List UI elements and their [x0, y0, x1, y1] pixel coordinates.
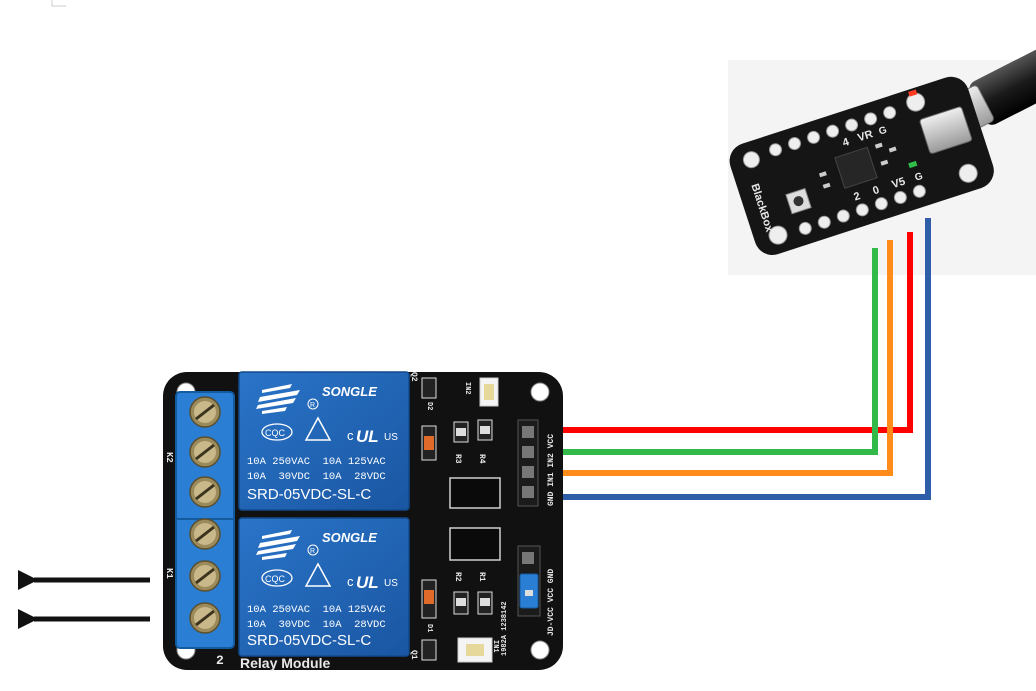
silk-r3: R3 — [453, 454, 462, 464]
terminal-screw[interactable] — [189, 396, 221, 428]
controller-label-v5: V5 — [890, 176, 907, 192]
relay-k1-cert-ul: UL — [356, 573, 379, 592]
silk-q2: Q2 — [409, 372, 418, 382]
relay-k1-model: SRD-05VDC-SL-C — [247, 632, 371, 649]
silk-jumper-header: JD-VCC VCC GND — [547, 569, 556, 636]
relay-k2-cert-ul: UL — [356, 427, 379, 446]
controller-label-g-bottom: G — [914, 171, 925, 184]
relay-k2-rating-1: 10A 250VAC 10A 125VAC — [247, 456, 386, 468]
silk-q1: Q1 — [409, 650, 418, 660]
relay-k2-cert-us: US — [384, 432, 398, 443]
micro-usb-socket[interactable] — [919, 106, 972, 154]
terminal-screw[interactable] — [189, 518, 221, 550]
wire-in2-green — [562, 248, 878, 455]
relay-k2-rating-2: 10A 30VDC 10A 28VDC — [247, 471, 386, 483]
svg-text:R: R — [310, 402, 315, 409]
controller-label-four: 4 — [841, 136, 851, 150]
status-led — [908, 89, 918, 97]
relay-k1: R SONGLE CQC c UL US 10A 250VAC 10A 125V… — [238, 517, 410, 657]
silk-r1: R1 — [477, 572, 486, 582]
controller-label-vr: VR — [856, 128, 874, 144]
terminal-screw[interactable] — [189, 436, 221, 468]
power-led — [908, 160, 918, 169]
relay-k2-cert-cqc: CQC — [265, 428, 286, 438]
relay-k1-cert-c: c — [347, 574, 354, 589]
terminal-screw[interactable] — [189, 476, 221, 508]
lower-components: D1 R2 R1 IN1 1982A 1238142 — [421, 572, 509, 663]
optocoupler-1 — [449, 477, 501, 509]
controller-pcb: BlackBox VR G 4 V5 G 0 2 — [729, 76, 994, 255]
optocoupler-2 — [449, 527, 501, 561]
relay-k1-cert-cqc: CQC — [265, 574, 286, 584]
svg-text:R: R — [310, 548, 315, 555]
terminal-screw[interactable] — [189, 560, 221, 592]
silk-r2: R2 — [453, 572, 462, 582]
output-arrows — [17, 570, 150, 629]
terminal-screw[interactable] — [189, 602, 221, 634]
controller-board: BlackBox VR G 4 V5 G 0 2 — [728, 48, 1036, 275]
silk-in1: IN1 — [491, 640, 499, 653]
jumper-header[interactable] — [517, 545, 541, 617]
upper-components: IN2 D2 R3 R4 — [421, 377, 501, 561]
controller-bottom-pads — [768, 163, 978, 245]
silk-bottom-digit: 2 — [216, 653, 224, 668]
controller-top-pads — [742, 92, 926, 169]
relay-module: R SONGLE CQC c UL US 10A 250VAC 10A 125V… — [163, 371, 563, 671]
wire-vcc-red — [562, 232, 913, 433]
silk-d2: D2 — [425, 402, 433, 410]
wire-in1-orange — [562, 240, 893, 476]
silk-input-header: GND IN1 IN2 VCC — [547, 434, 556, 506]
silk-r4: R4 — [477, 454, 486, 464]
silk-in2: IN2 — [463, 382, 471, 395]
silk-d1: D1 — [425, 624, 433, 632]
relay-k1-rating-1: 10A 250VAC 10A 125VAC — [247, 604, 386, 616]
controller-label-zero: 0 — [871, 184, 881, 197]
wire-gnd-blue — [562, 218, 931, 500]
corner-mark — [51, 0, 66, 7]
wires — [562, 218, 931, 500]
terminal-screws — [189, 396, 221, 634]
controller-label-two: 2 — [852, 190, 862, 203]
controller-chip — [834, 146, 878, 189]
relay-k1-rating-2: 10A 30VDC 10A 28VDC — [247, 619, 386, 631]
input-header[interactable] — [517, 419, 539, 507]
relay-k2: R SONGLE CQC c UL US 10A 250VAC 10A 125V… — [238, 371, 410, 511]
relay-k1-cert-us: US — [384, 578, 398, 589]
silk-k1: K1 — [164, 568, 174, 579]
silk-date-code: 1982A 1238142 — [501, 601, 509, 656]
relay-k2-cert-c: c — [347, 428, 354, 443]
silk-bottom-label: Relay Module — [240, 655, 330, 671]
relay-k2-brand: SONGLE — [322, 384, 377, 399]
relay-k2-model: SRD-05VDC-SL-C — [247, 486, 371, 503]
silk-k2: K2 — [164, 452, 174, 463]
relay-k1-brand: SONGLE — [322, 530, 377, 545]
controller-label-g-top: G — [878, 125, 889, 138]
